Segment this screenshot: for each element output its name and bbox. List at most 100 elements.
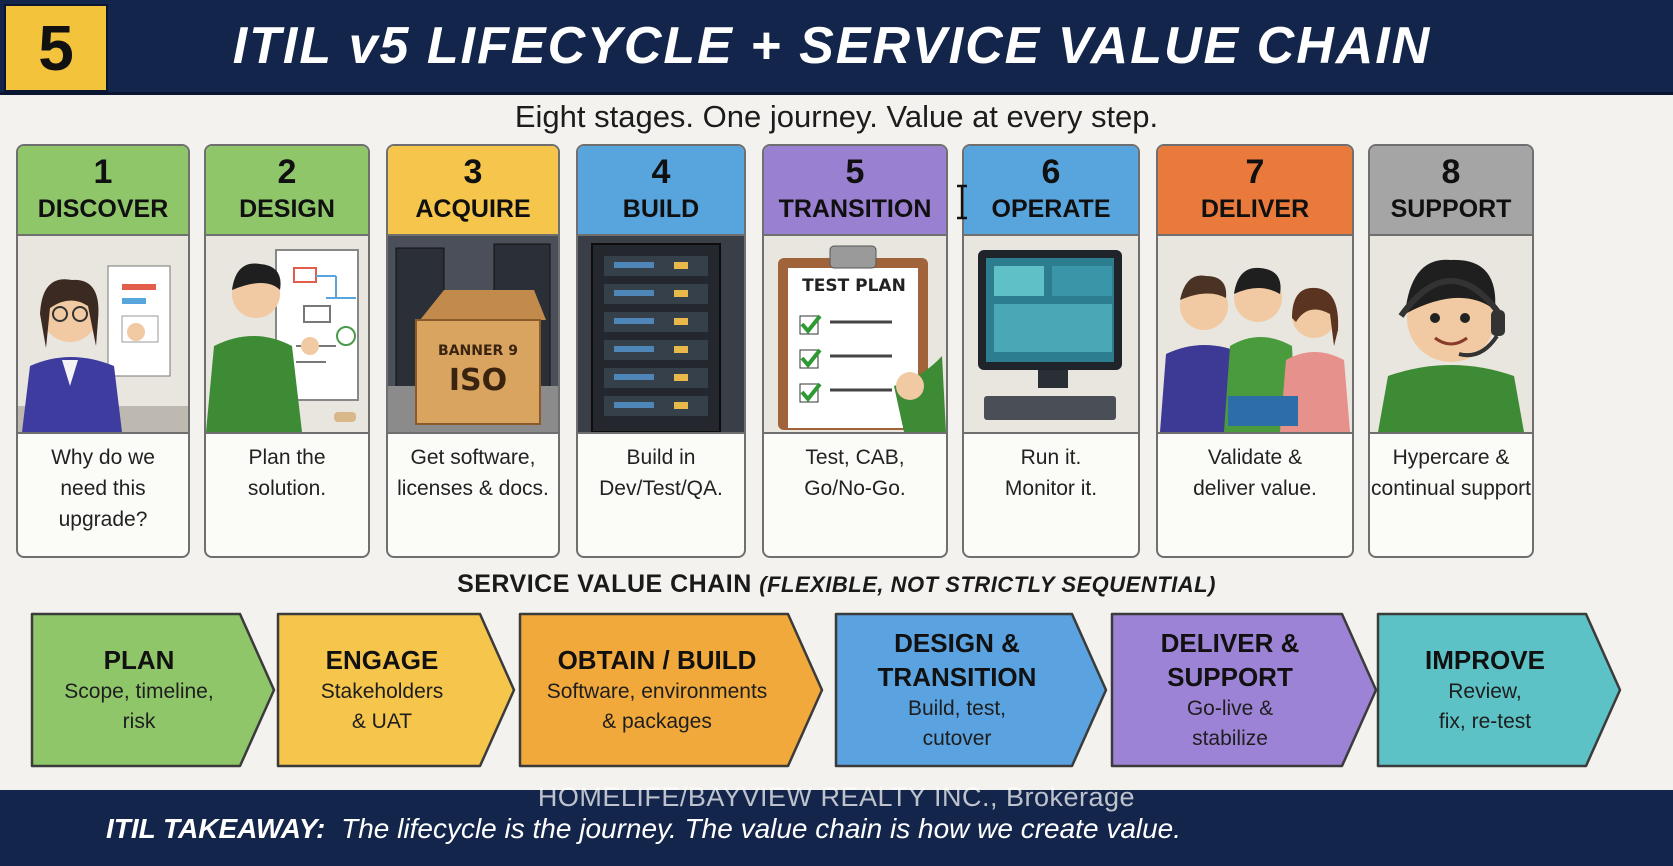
value-chain-step-detail: Build, test, [907,697,1007,720]
stage-description: Validate & deliver value. [1158,434,1352,504]
value-chain-step: PLAN Scope, timeline, risk [30,610,276,770]
stage-description-line: deliver value. [1193,477,1317,500]
stage-number: 7 [1245,153,1265,191]
slide-number-badge: 5 [4,4,108,92]
stage-description-line: solution. [247,477,327,500]
stage-number: 1 [93,153,113,191]
value-chain-step-title: SUPPORT [1167,662,1293,692]
value-chain-note: (FLEXIBLE, NOT STRICTLY SEQUENTIAL) [759,572,1216,597]
value-chain-step-detail: Software, environments [546,680,768,703]
box-label-line: ISO [448,363,508,398]
value-chain-step: OBTAIN / BUILD Software, environments & pa… [518,610,824,770]
stage-description-line: licenses & docs. [397,477,549,500]
stage-name: ACQUIRE [415,195,531,223]
chevron-arrow-shape [518,612,824,768]
box-label-line: BANNER 9 [438,343,518,359]
person-at-whiteboard-illustration [206,236,368,434]
value-chain: PLAN Scope, timeline, risk ENGAGE Stakehold… [0,610,1673,776]
value-chain-step-detail: risk [122,710,156,733]
stage-description-line: Dev/Test/QA. [599,477,723,500]
stage-name: SUPPORT [1390,195,1512,223]
person-with-charts-illustration [18,236,188,434]
value-chain-step-detail: cutover [922,727,992,750]
box-and-servers-illustration: BANNER 9 ISO [388,236,558,434]
stage-description: Hypercare & continual support [1370,434,1532,504]
value-chain-step-title: DESIGN & [894,628,1020,658]
stage-description-line: Plan the [248,446,326,469]
value-chain-step-detail: Go-live & [1186,697,1274,720]
value-chain-step-text: OBTAIN / BUILD Software, environments & pa… [518,610,824,770]
chevron-arrow-shape [1376,612,1622,768]
stage-description-line: Monitor it. [1004,477,1098,500]
stage-name: BUILD [622,195,700,223]
stage-number: 5 [845,153,865,191]
stage-description-line: Test, CAB, [805,446,905,469]
value-chain-step-detail: Review, [1448,680,1522,703]
stage-name: TRANSITION [778,195,932,223]
header-banner: 5 ITIL v5 LIFECYCLE + SERVICE VALUE CHAI… [0,0,1673,95]
stage-description-line: Hypercare & [1392,446,1510,469]
stage-description: Test, CAB,Go/No-Go. [764,434,946,504]
stage-description-line: Build in [626,446,696,469]
stage-description-line: Why do we [51,446,155,469]
chevron-arrow-shape [834,612,1108,768]
stage-name: DISCOVER [37,195,169,223]
stage-description-line: need this [60,477,146,500]
value-chain-step: IMPROVE Review, fix, re-test [1376,610,1622,770]
stage-description-line: Run it. [1020,446,1082,469]
takeaway-footer: ITIL TAKEAWAY: The lifecycle is the jour… [0,790,1673,866]
value-chain-step-detail: stabilize [1192,727,1268,750]
takeaway-text: The lifecycle is the journey. The value … [341,813,1182,844]
clipboard-label: TEST PLAN [802,276,906,296]
value-chain-step-detail: Scope, timeline, [64,680,214,703]
stage-description-line: continual support [1371,477,1531,500]
stage-description-line: upgrade? [58,508,148,531]
stage-description: Run it. Monitor it. [964,434,1138,504]
value-chain-step-detail: Stakeholders [320,680,444,703]
monitor-dashboard-illustration [964,236,1138,434]
chevron-arrow-shape [1110,612,1378,768]
value-chain-label: SERVICE VALUE CHAIN (FLEXIBLE, NOT STRIC… [0,570,1673,599]
value-chain-step-title: PLAN [103,645,175,675]
stage-description: Plan the solution. [206,434,368,504]
stage-description-line: Validate & [1207,446,1303,469]
value-chain-step-text: PLAN Scope, timeline, risk [30,610,276,770]
stage-number: 6 [1041,153,1061,191]
value-chain-step: ENGAGE Stakeholders & UAT [276,610,516,770]
value-chain-step-text: ENGAGE Stakeholders & UAT [276,610,516,770]
value-chain-step-title: ENGAGE [325,645,439,675]
value-chain-step-detail: & UAT [351,710,413,733]
stage-description: Get software, licenses & docs. [388,434,558,504]
value-chain-step-detail: & packages [602,710,712,733]
takeaway-text-line: ITIL TAKEAWAY: The lifecycle is the jour… [106,810,1181,848]
box-label: BANNER 9 ISO [418,340,538,400]
chevron-arrow-shape [276,612,516,768]
watermark: HOMELIFE/BAYVIEW REALTY INC., Brokerage [537,782,1136,812]
value-chain-step-detail: fix, re-test [1438,710,1532,733]
value-chain-step-title: OBTAIN / BUILD [557,645,757,675]
stage-name: DESIGN [239,195,335,223]
value-chain-step-text: IMPROVE Review, fix, re-test [1376,610,1622,770]
stage-number: 8 [1441,153,1461,191]
value-chain-step-title: IMPROVE [1425,645,1545,675]
stage-description-line: Get software, [410,446,536,469]
takeaway-label: ITIL TAKEAWAY: [106,813,326,844]
text-cursor-icon [957,184,967,220]
stage-number: 4 [651,153,671,191]
